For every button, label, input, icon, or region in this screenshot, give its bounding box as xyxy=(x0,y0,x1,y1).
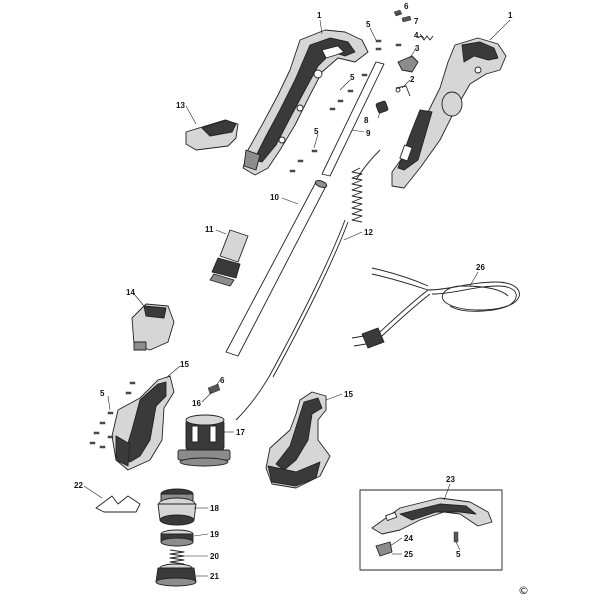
callout-1-right: 1 xyxy=(508,11,513,20)
part-15-left-motor-housing xyxy=(111,375,175,471)
part-19-spool xyxy=(160,529,194,547)
part-13-handle-cap xyxy=(185,119,239,151)
part-12-cable xyxy=(235,149,381,421)
callout-5-mid: 5 xyxy=(350,73,355,82)
callout-17: 17 xyxy=(236,428,245,437)
part-3-switch-lever xyxy=(397,55,419,73)
part-21-base-cap xyxy=(155,563,197,587)
callout-7: 7 xyxy=(414,17,419,26)
callout-12: 12 xyxy=(364,228,373,237)
part-17-motor xyxy=(177,414,231,467)
callout-8: 8 xyxy=(364,116,369,125)
callout-15-right: 15 xyxy=(344,390,353,399)
copyright-symbol: © xyxy=(518,584,529,597)
part-10-shaft xyxy=(225,180,328,357)
callout-15-left: 15 xyxy=(180,360,189,369)
callout-5-left-housing: 5 xyxy=(100,389,105,398)
callout-21: 21 xyxy=(210,572,219,581)
callout-9: 9 xyxy=(366,129,371,138)
callout-5-handle: 5 xyxy=(314,127,319,136)
part-2-switch xyxy=(395,85,411,97)
callout-19: 19 xyxy=(210,530,219,539)
part-18-spool-cap xyxy=(157,488,197,526)
part-14-cover xyxy=(131,303,175,351)
callout-25: 25 xyxy=(404,550,413,559)
callout-20: 20 xyxy=(210,552,219,561)
callout-4: 4 xyxy=(414,31,419,40)
part-22-wire-guard xyxy=(95,495,141,513)
callout-labels: 1 1 2 3 4 5 5 5 5 5 6 6 7 8 9 10 11 12 1… xyxy=(74,2,513,581)
callout-3: 3 xyxy=(415,44,420,53)
part-16-screw xyxy=(207,383,221,395)
callout-10: 10 xyxy=(270,193,279,202)
part-1-left-handle-half xyxy=(242,29,369,176)
part-20-spring xyxy=(169,549,185,565)
part-6-7-screws-top xyxy=(393,9,412,23)
callout-26: 26 xyxy=(476,263,485,272)
leader-lines xyxy=(83,13,511,577)
callout-2: 2 xyxy=(410,75,415,84)
callout-22: 22 xyxy=(74,481,83,490)
callout-18: 18 xyxy=(210,504,219,513)
part-23-guard-assembly-box xyxy=(359,489,503,571)
callout-13: 13 xyxy=(176,101,185,110)
callout-6-top: 6 xyxy=(404,2,409,11)
callout-24: 24 xyxy=(404,534,413,543)
callout-5-top: 5 xyxy=(366,20,371,29)
callout-16: 16 xyxy=(192,399,201,408)
part-4-spring xyxy=(417,35,434,41)
part-9-inner-tube xyxy=(321,61,385,177)
part-15-right-motor-housing xyxy=(265,391,331,489)
part-26-power-cord xyxy=(351,267,520,349)
callout-5-guard-box: 5 xyxy=(456,550,461,559)
callout-1-left: 1 xyxy=(317,11,322,20)
callout-6-lower: 6 xyxy=(220,376,225,385)
callout-11: 11 xyxy=(205,225,214,234)
callout-23: 23 xyxy=(446,475,455,484)
part-11-adjust-knob xyxy=(209,229,249,287)
callout-14: 14 xyxy=(126,288,135,297)
part-8-knob xyxy=(375,100,389,114)
part-5-screws xyxy=(89,39,402,449)
part-1-right-handle-half xyxy=(391,37,507,189)
